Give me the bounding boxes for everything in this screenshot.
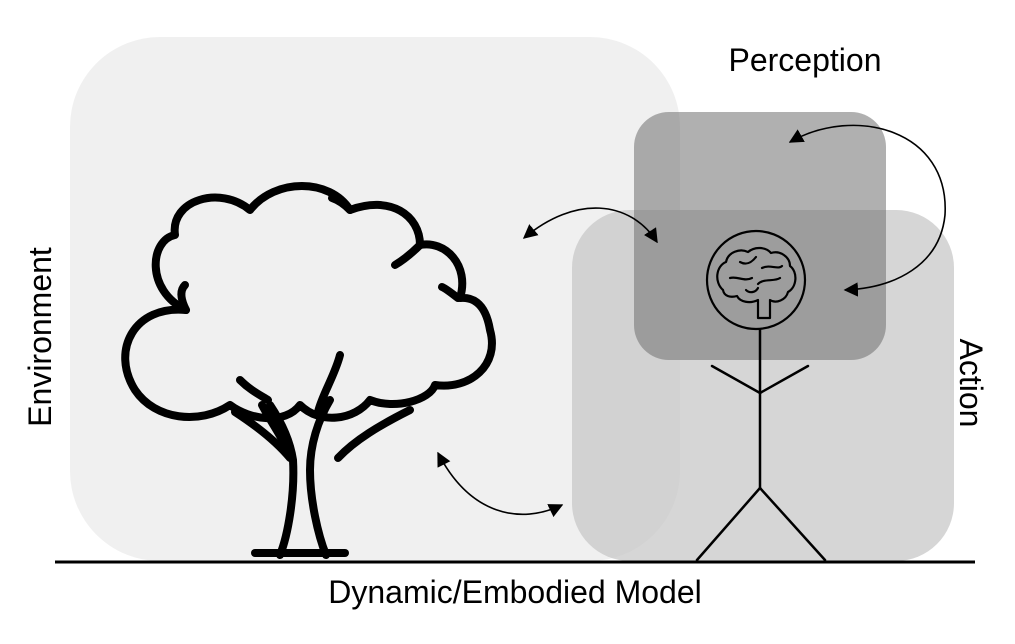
tree-icon (121, 182, 496, 559)
perception-region (634, 112, 886, 360)
environment-label: Environment (22, 247, 58, 427)
arrow-environment-action (437, 451, 564, 518)
action-label: Action (953, 339, 989, 428)
model-label: Dynamic/Embodied Model (328, 574, 702, 610)
arrow-environment-perception (522, 207, 658, 244)
perception-label: Perception (729, 42, 882, 78)
arrow-perception-loop (788, 124, 946, 297)
arrows (437, 124, 946, 518)
environment-region (70, 37, 680, 561)
stick-figure-icon (695, 328, 827, 562)
